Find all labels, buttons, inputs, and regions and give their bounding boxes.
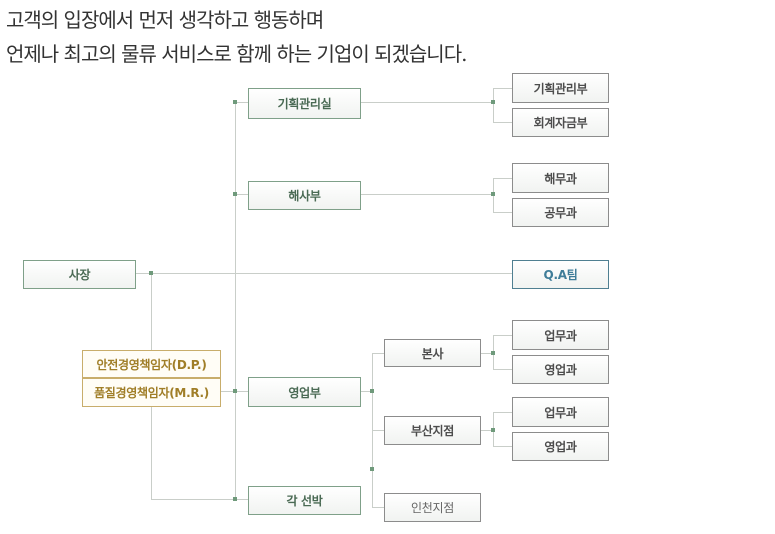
sales-dept-box[interactable]: 영업부 <box>248 377 361 407</box>
connector <box>235 102 248 103</box>
connector <box>480 353 493 354</box>
marine-team-box[interactable]: 해무과 <box>512 163 609 193</box>
busan-ops-team-box[interactable]: 업무과 <box>512 397 609 427</box>
heading-line-1: 고객의 입장에서 먼저 생각하고 행동하며 <box>6 8 324 32</box>
connector <box>493 446 512 447</box>
connector <box>235 194 248 195</box>
heading-line-2: 언제나 최고의 물류 서비스로 함께 하는 기업이 되겠습니다. <box>6 42 467 66</box>
head-office-sales-team-box[interactable]: 영업과 <box>512 355 609 384</box>
connector <box>151 499 248 500</box>
junction-dot <box>491 351 495 355</box>
junction-dot <box>233 192 237 196</box>
junction-dot <box>491 192 495 196</box>
planning-office-box[interactable]: 기획관리실 <box>248 88 361 119</box>
busan-sales-team-box[interactable]: 영업과 <box>512 432 609 461</box>
safety-officer-box[interactable]: 안전경영책임자(D.P.) <box>82 350 221 378</box>
junction-dot <box>149 271 153 275</box>
head-office-ops-team-box[interactable]: 업무과 <box>512 320 609 350</box>
ceo-box[interactable]: 사장 <box>23 260 136 289</box>
connector <box>493 369 512 370</box>
connector <box>493 88 494 122</box>
connector <box>360 391 372 392</box>
head-office-box[interactable]: 본사 <box>384 339 481 367</box>
junction-dot <box>491 428 495 432</box>
connector <box>493 412 512 413</box>
junction-dot <box>233 389 237 393</box>
connector <box>372 430 384 431</box>
planning-team-box[interactable]: 기획관리부 <box>512 73 609 103</box>
connector <box>493 335 512 336</box>
shipping-dept-box[interactable]: 해사부 <box>248 181 361 210</box>
junction-dot <box>370 389 374 393</box>
connector <box>493 88 512 89</box>
incheon-branch-box[interactable]: 인천지점 <box>384 493 481 522</box>
junction-dot <box>491 100 495 104</box>
connector <box>493 122 512 123</box>
junction-dot <box>370 467 374 471</box>
connector <box>135 273 513 274</box>
busan-branch-box[interactable]: 부산지점 <box>384 416 481 445</box>
connector <box>235 102 236 500</box>
connector <box>372 507 384 508</box>
junction-dot <box>233 497 237 501</box>
junction-dot <box>233 100 237 104</box>
vessels-box[interactable]: 각 선박 <box>248 486 361 515</box>
qa-team-box[interactable]: Q.A팀 <box>512 260 609 289</box>
connector <box>372 353 384 354</box>
engineering-team-box[interactable]: 공무과 <box>512 198 609 227</box>
connector <box>493 212 512 213</box>
connector <box>493 178 512 179</box>
accounting-team-box[interactable]: 회계자금부 <box>512 108 609 137</box>
connector <box>360 194 493 195</box>
quality-officer-box[interactable]: 품질경영책임자(M.R.) <box>82 378 221 407</box>
connector <box>360 102 493 103</box>
connector <box>480 430 493 431</box>
